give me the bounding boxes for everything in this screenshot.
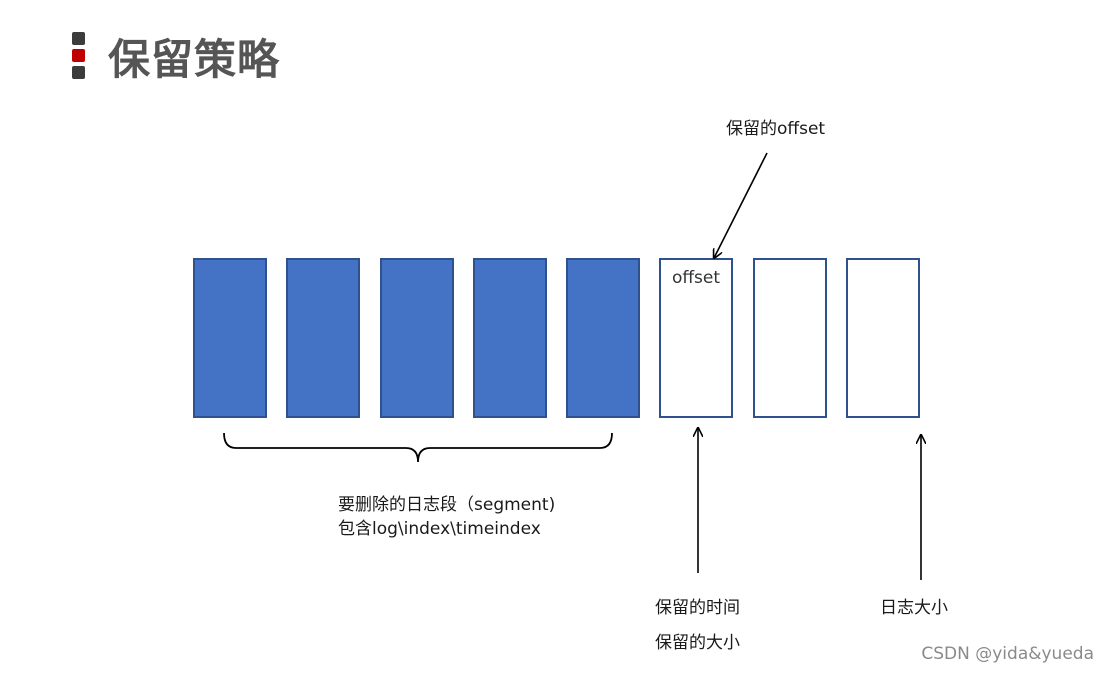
segment-to-delete: [566, 258, 640, 418]
segment-label: offset: [671, 268, 721, 288]
offset-arrow: [714, 152, 768, 258]
segment-to-delete: [473, 258, 547, 418]
log-size-label: 日志大小: [880, 598, 948, 618]
page-title: 保留策略: [108, 35, 281, 84]
segment-to-delete: [193, 258, 267, 418]
offset-pointer-label: 保留的offset: [726, 119, 826, 139]
watermark: CSDN @yida&yueda: [921, 644, 1094, 664]
title-marker-top: [72, 32, 85, 45]
title-marker-middle: [72, 49, 85, 62]
segment-to-delete: [380, 258, 454, 418]
segment-retained: offset: [659, 258, 733, 418]
segment-retained: [846, 258, 920, 418]
segment-to-delete: [286, 258, 360, 418]
delete-brace: [223, 432, 613, 463]
retention-size-label: 保留的大小: [655, 633, 740, 653]
delete-segments-label: 要删除的日志段（segment): [338, 495, 556, 515]
segment-retained: [753, 258, 827, 418]
retention-time-label: 保留的时间: [655, 598, 740, 618]
delete-segments-contents: 包含log\index\timeindex: [338, 519, 541, 539]
title-marker-bottom: [72, 66, 85, 79]
